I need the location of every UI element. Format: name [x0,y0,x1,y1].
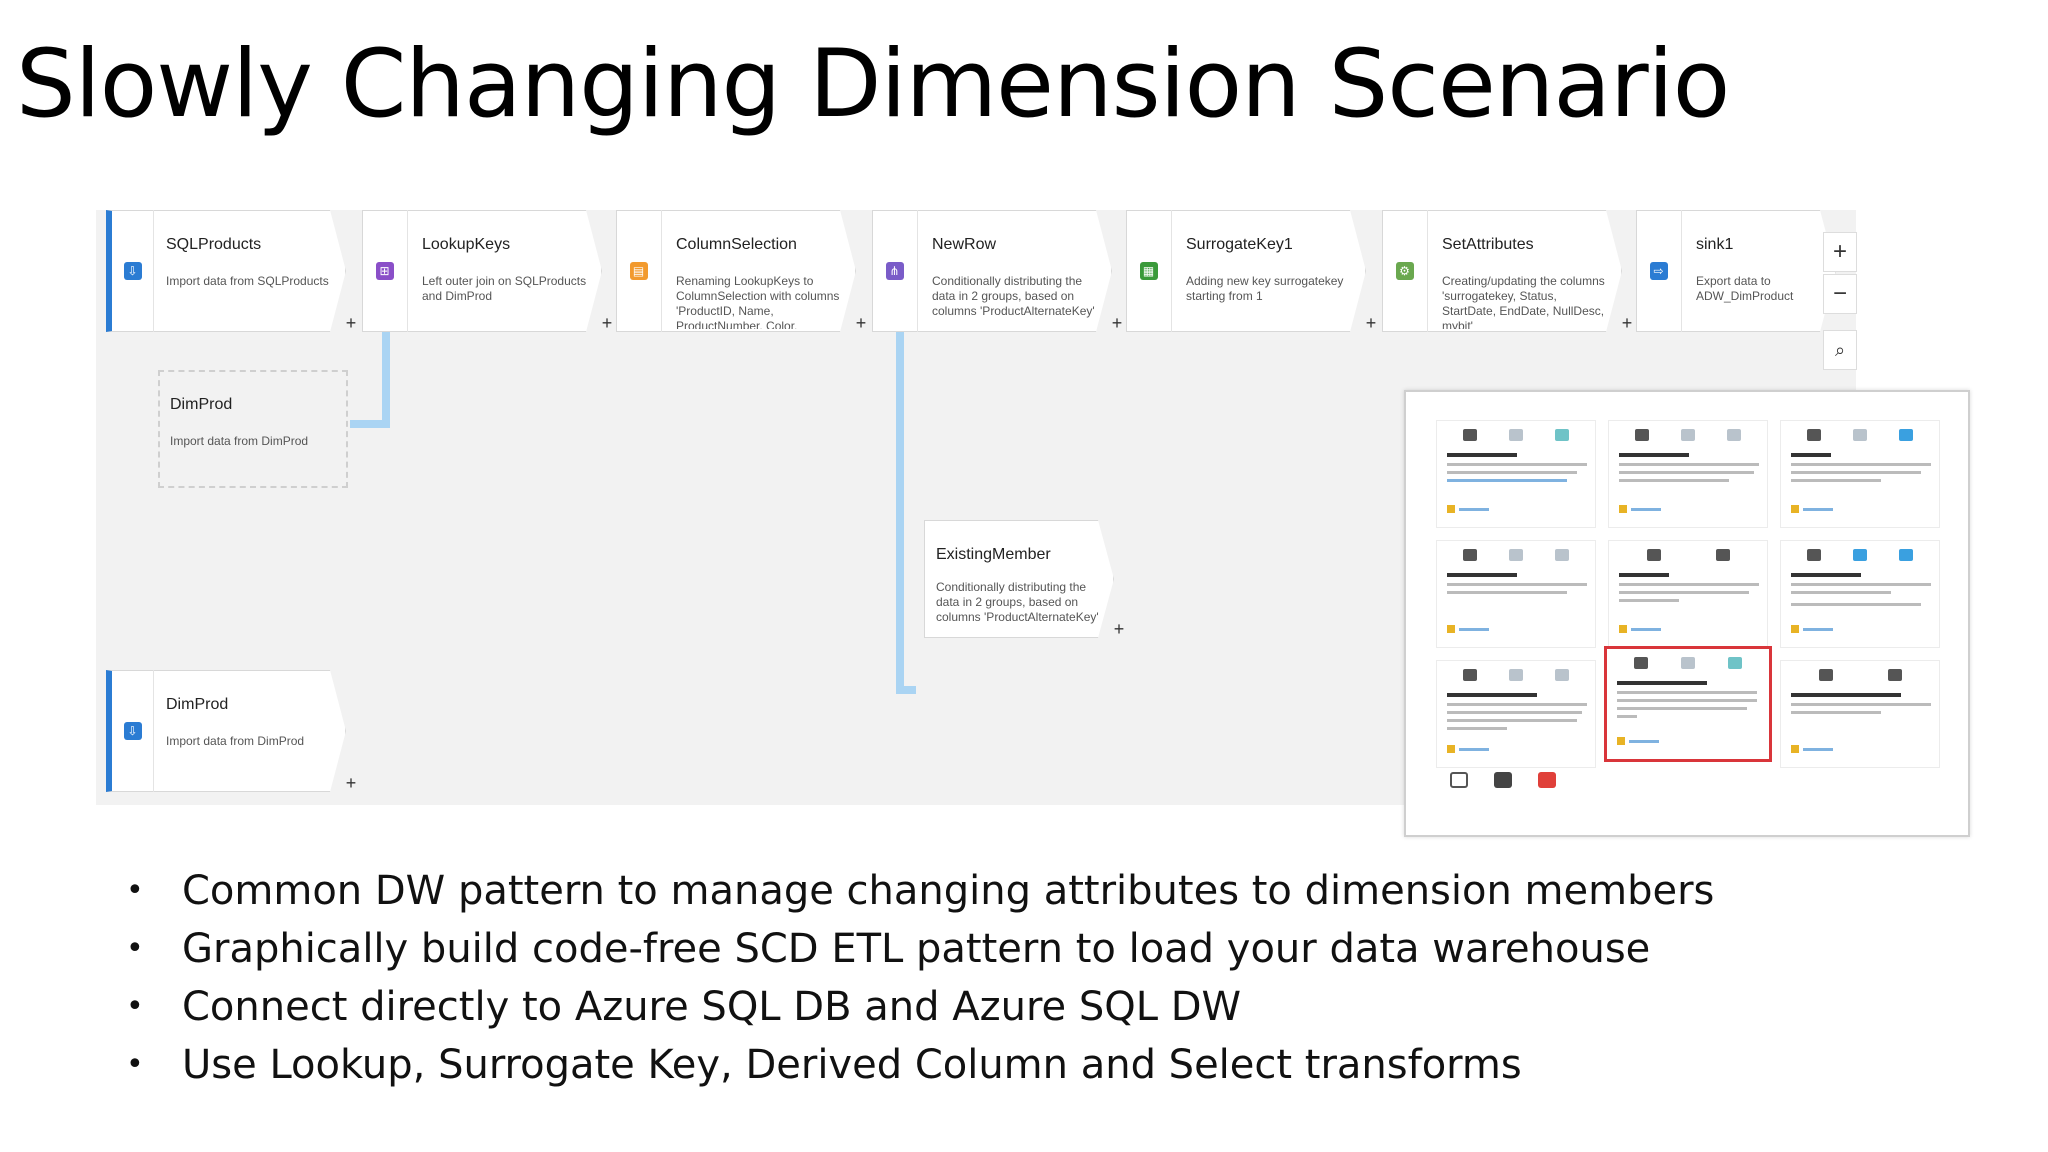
node-description: Import data from DimProd [170,434,309,448]
node-title: SetAttributes [1442,236,1534,253]
zoom-icon [1450,772,1468,788]
node-existingmember[interactable]: ExistingMember Conditionally distributin… [924,520,1124,638]
node-lookupkeys[interactable]: ⊞ LookupKeys Left outer join on SQLProdu… [362,210,612,332]
node-columnselection[interactable]: ▤ ColumnSelection Renaming LookupKeys to… [616,210,866,332]
surrogate-key-icon: ▦ [1139,262,1158,280]
zoom-out-button[interactable]: − [1823,274,1857,314]
select-icon: ▤ [629,262,648,280]
source-icon: ⇩ [123,262,142,280]
node-title: SQLProducts [166,236,262,253]
node-surrogatekey1[interactable]: ▦ SurrogateKey1 Adding new key surrogate… [1126,210,1376,332]
node-title: NewRow [932,236,997,253]
dataflow-icon [1494,772,1512,788]
slide-title: Slowly Changing Dimension Scenario [16,30,1730,139]
template-card [1608,540,1768,648]
node-title: sink1 [1696,236,1734,253]
add-transform-button[interactable]: + [855,313,867,333]
add-transform-button[interactable]: + [1111,313,1123,333]
template-card [1436,540,1596,648]
template-card [1780,660,1940,768]
node-title: DimProd [166,696,229,713]
source-icon: ⇩ [123,722,142,740]
bullet-item: Graphically build code-free SCD ETL patt… [120,920,1714,978]
node-description: Creating/updating the columns 'surrogate… [1442,274,1605,329]
node-title: SurrogateKey1 [1186,236,1293,253]
node-description: Export data to ADW_DimProduct [1696,274,1794,303]
node-dimprod-reference[interactable]: DimProd Import data from DimProd [158,370,348,488]
add-transform-button[interactable]: + [1365,313,1377,333]
template-card-selected [1604,646,1772,762]
template-card [1780,540,1940,648]
link-dimprod-horizontal [350,420,390,428]
bullet-item: Common DW pattern to manage changing att… [120,862,1714,920]
node-title: ExistingMember [936,546,1051,563]
sink-icon: ⇨ [1649,262,1668,280]
node-description: Left outer join on SQLProducts and DimPr… [422,274,587,303]
bullet-item: Connect directly to Azure SQL DB and Azu… [120,978,1714,1036]
add-transform-button[interactable]: + [345,773,357,793]
zoom-fit-button[interactable]: ⌕ [1823,330,1857,370]
bullet-list: Common DW pattern to manage changing att… [120,862,1714,1094]
add-transform-button[interactable]: + [345,313,357,333]
node-description: Import data from DimProd [166,734,305,748]
node-sink1[interactable]: ⇨ sink1 Export data to ADW_DimProduct [1636,210,1836,332]
add-transform-button[interactable]: + [1113,619,1125,639]
split-icon: ⋔ [885,262,904,280]
template-card [1608,420,1768,528]
node-newrow[interactable]: ⋔ NewRow Conditionally distributing the … [872,210,1122,332]
template-card [1436,420,1596,528]
node-dimprod-source[interactable]: ⇩ DimProd Import data from DimProd + [106,670,356,792]
node-title: LookupKeys [422,236,511,253]
zoom-in-button[interactable]: + [1823,232,1857,272]
template-card [1780,420,1940,528]
lookup-icon: ⊞ [375,262,394,280]
node-description: Import data from SQLProducts [166,274,329,288]
link-newrow-to-existingmember [896,332,904,694]
node-title: DimProd [170,396,233,413]
bullet-item: Use Lookup, Surrogate Key, Derived Colum… [120,1036,1714,1094]
link-existingmember-horizontal [896,686,916,694]
node-description: Adding new key surrogatekey starting fro… [1186,274,1344,303]
node-setattributes[interactable]: ⚙ SetAttributes Creating/updating the co… [1382,210,1632,332]
node-description: Conditionally distributing the data in 2… [936,580,1099,624]
add-transform-button[interactable]: + [601,313,613,333]
add-transform-button[interactable]: + [1621,313,1633,333]
stack-icon [1538,772,1556,788]
node-title: ColumnSelection [676,236,797,253]
template-card [1436,660,1596,768]
node-description: Conditionally distributing the data in 2… [932,274,1095,318]
gallery-footer-icons [1450,772,1556,788]
template-gallery-thumbnail [1404,390,1970,837]
derived-column-icon: ⚙ [1395,262,1414,280]
link-dimprod-to-lookup [382,332,390,428]
node-description: Renaming LookupKeys to ColumnSelection w… [676,274,840,329]
node-sqlproducts[interactable]: ⇩ SQLProducts Import data from SQLProduc… [106,210,356,332]
